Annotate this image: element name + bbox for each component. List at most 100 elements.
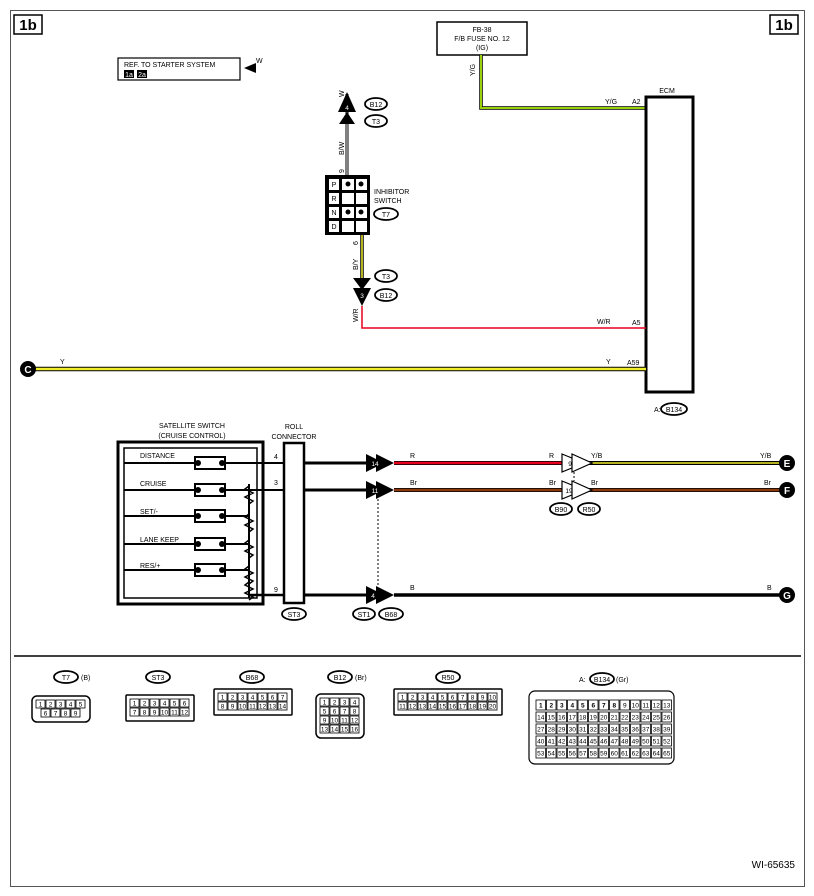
svg-text:R: R (549, 453, 554, 460)
svg-text:9: 9 (568, 461, 572, 468)
st1-arrows: 14 11 4 ST1 B68 (352, 454, 404, 621)
svg-text:14: 14 (371, 461, 379, 468)
pin-label: 34 (611, 727, 619, 734)
svg-text:A59: A59 (627, 360, 640, 367)
pin-label: 15 (341, 727, 349, 734)
svg-text:T3: T3 (372, 119, 380, 126)
svg-text:D: D (331, 224, 336, 231)
pin-label: 5 (173, 701, 177, 708)
pin-label: 5 (79, 702, 83, 709)
svg-text:(CRUISE CONTROL): (CRUISE CONTROL) (158, 433, 225, 440)
pin-label: 4 (431, 695, 435, 702)
pin-label: 4 (69, 702, 73, 709)
svg-text:T7: T7 (382, 212, 390, 219)
satellite-switch: SATELLITE SWITCH (CRUISE CONTROL) DISTAN… (116, 423, 284, 606)
pin-label: 18 (469, 704, 477, 711)
pin-label: 22 (621, 715, 629, 722)
pin-label: 26 (663, 715, 671, 722)
svg-text:B90: B90 (555, 507, 568, 514)
wire-wr (361, 306, 646, 329)
pin-label: 17 (569, 715, 577, 722)
svg-text:T7: T7 (62, 675, 70, 682)
svg-text:SWITCH: SWITCH (374, 198, 402, 205)
pin-label: 15 (439, 704, 447, 711)
pin-label: 7 (54, 711, 58, 718)
pin-label: 10 (632, 703, 640, 710)
pin-label: 47 (611, 739, 619, 746)
svg-text:CONNECTOR: CONNECTOR (272, 434, 317, 441)
svg-text:B68: B68 (385, 612, 398, 619)
svg-text:19: 19 (565, 488, 573, 495)
pin-label: 23 (632, 715, 640, 722)
node-g (779, 587, 795, 603)
svg-text:4: 4 (345, 105, 349, 112)
svg-text:REF. TO STARTER SYSTEM: REF. TO STARTER SYSTEM (124, 62, 215, 69)
svg-text:(Gr): (Gr) (616, 677, 628, 684)
node-c (20, 361, 36, 377)
page-ref-right: 1b (769, 14, 799, 35)
pin-label: 8 (471, 695, 475, 702)
pin-label: 13 (663, 703, 671, 710)
pin-label: 13 (269, 704, 277, 711)
pin-label: 29 (558, 727, 566, 734)
svg-text:C: C (24, 365, 31, 376)
starter-system-reference: REF. TO STARTER SYSTEM 1a 2a W (117, 57, 263, 81)
svg-text:B/W: B/W (339, 141, 346, 155)
svg-text:11: 11 (372, 488, 379, 495)
pin-label: 14 (537, 715, 545, 722)
pin-label: 45 (590, 739, 598, 746)
pin-label: 56 (569, 751, 577, 758)
svg-text:FB-38: FB-38 (472, 27, 491, 34)
pin-label: 65 (663, 751, 671, 758)
svg-text:A5: A5 (632, 320, 641, 327)
pin-label: 6 (591, 703, 595, 710)
pin-label: 3 (59, 702, 63, 709)
svg-text:P: P (332, 182, 337, 189)
pin-label: 54 (548, 751, 556, 758)
pin-label: 4 (353, 700, 357, 707)
inhibitor-top-arrow (338, 92, 356, 112)
pin-label: 1 (39, 702, 43, 709)
pin-label: 30 (569, 727, 577, 734)
pin-label: 16 (449, 704, 457, 711)
svg-text:1a: 1a (125, 72, 133, 79)
svg-text:ST1: ST1 (358, 612, 371, 619)
pin-label: 32 (590, 727, 598, 734)
pin-label: 2 (143, 701, 147, 708)
pin-label: 1 (539, 703, 543, 710)
pin-label: 40 (537, 739, 545, 746)
pin-label: 14 (279, 704, 287, 711)
pin-label: 41 (548, 739, 556, 746)
svg-text:W: W (339, 90, 346, 97)
svg-text:R50: R50 (583, 507, 596, 514)
pin-label: 20 (600, 715, 608, 722)
svg-text:SATELLITE SWITCH: SATELLITE SWITCH (159, 423, 225, 430)
pin-label: 11 (399, 704, 406, 711)
svg-text:Br: Br (764, 480, 772, 487)
pin-label: 1 (133, 701, 137, 708)
svg-text:9: 9 (274, 587, 278, 594)
pin-label: 62 (632, 751, 640, 758)
pin-label: 49 (632, 739, 640, 746)
r50-arrows: 9 19 B90 R50 (549, 453, 601, 516)
pin-label: 55 (558, 751, 566, 758)
svg-text:B68: B68 (246, 675, 259, 682)
pin-label: 4 (163, 701, 167, 708)
pin-label: 57 (579, 751, 587, 758)
pin-label: 24 (642, 715, 650, 722)
pin-label: 9 (481, 695, 485, 702)
pin-label: 38 (653, 727, 661, 734)
fuse-wire-label: Y/G (470, 64, 477, 76)
pin-label: 8 (353, 709, 357, 716)
pin-label: 4 (570, 703, 574, 710)
pin-label: 53 (537, 751, 545, 758)
pin-label: 59 (600, 751, 608, 758)
pin-label: 9 (323, 718, 327, 725)
svg-text:B134: B134 (594, 677, 610, 684)
pin-label: 10 (489, 695, 497, 702)
pin-label: 42 (558, 739, 566, 746)
svg-text:Y/B: Y/B (591, 453, 603, 460)
pin-label: 17 (459, 704, 467, 711)
